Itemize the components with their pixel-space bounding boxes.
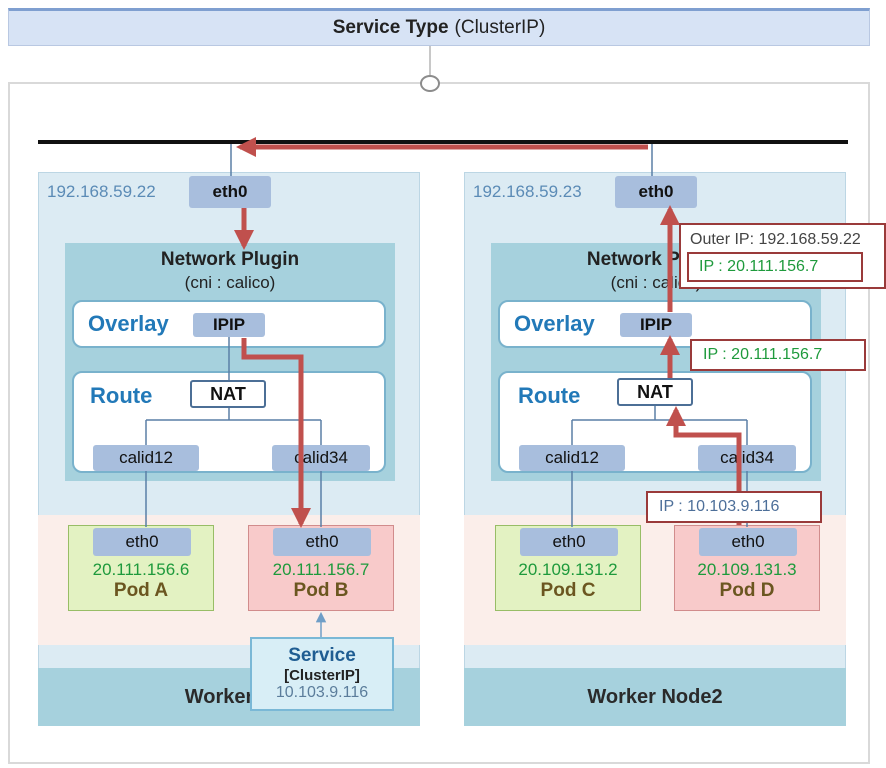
inner-ip-callout-top: IP : 20.111.156.7 <box>687 252 863 282</box>
calid12-iface-2: calid12 <box>519 445 625 471</box>
pod-b-eth0: eth0 <box>273 528 371 556</box>
plugin-subtitle: (cni : calico) <box>610 273 702 292</box>
plugin-title: Network Plugin <box>160 249 300 270</box>
pod-a-eth0: eth0 <box>93 528 191 556</box>
service-type-label: Service Type <box>332 17 449 38</box>
pod-a-ip: 20.111.156.6 <box>92 560 190 579</box>
service-title: Service <box>288 645 356 666</box>
pod-d-eth0: eth0 <box>699 528 797 556</box>
pod-c-eth0: eth0 <box>520 528 618 556</box>
calid34-iface-1: calid34 <box>272 445 370 471</box>
thin-connectors <box>145 144 748 527</box>
ipip-chip-2: IPIP <box>620 313 692 337</box>
route-label: Route <box>90 383 153 408</box>
pod-a-name: Pod A <box>113 580 169 601</box>
plugin-subtitle: (cni : calico) <box>184 273 276 292</box>
overlay-label: Overlay <box>514 311 595 336</box>
connector-knob <box>420 75 440 92</box>
pod-d-name: Pod D <box>719 580 775 601</box>
network-bus <box>38 140 848 144</box>
node-1-eth0: eth0 <box>189 176 271 208</box>
pod-a: eth0 20.111.156.6 Pod A <box>68 525 214 611</box>
nat-box-1: NAT <box>190 380 266 408</box>
pod-d-to-nat-arrow <box>666 406 742 525</box>
pod-d-src-ip-callout: IP : 10.103.9.116 <box>646 491 822 523</box>
service-clusterip-box: Service [ClusterIP] 10.103.9.116 <box>250 637 394 711</box>
overlay-label: Overlay <box>88 311 169 336</box>
connector-line <box>429 46 431 76</box>
calid34-iface-2: calid34 <box>698 445 796 471</box>
pod-c-name: Pod C <box>540 580 596 601</box>
route-label: Route <box>518 383 581 408</box>
pod-b-name: Pod B <box>293 580 349 601</box>
node-1-ip: 192.168.59.22 <box>47 182 156 201</box>
service-type-title: Service Type (ClusterIP) <box>8 8 870 46</box>
node-2-eth0: eth0 <box>615 176 697 208</box>
pod-c: eth0 20.109.131.2 Pod C <box>495 525 641 611</box>
pod-b: eth0 20.111.156.7 Pod B <box>248 525 394 611</box>
pod-d-ip: 20.109.131.3 <box>697 560 797 579</box>
nat-box-2: NAT <box>617 378 693 406</box>
packet-flow-arrows <box>234 137 742 528</box>
outer-ip-text: Outer IP: 192.168.59.22 <box>690 231 861 248</box>
pod-d: eth0 20.109.131.3 Pod D <box>674 525 820 611</box>
service-ip: 10.103.9.116 <box>275 684 369 701</box>
node1-ipip-to-pod-b-arrow <box>241 338 311 528</box>
pod-c-ip: 20.109.131.2 <box>518 560 618 579</box>
calid12-iface-1: calid12 <box>93 445 199 471</box>
node-2-ip: 192.168.59.23 <box>473 182 582 201</box>
worker-node-2-label: Worker Node2 <box>464 668 846 726</box>
inner-ip-callout-mid: IP : 20.111.156.7 <box>690 339 866 371</box>
service-type-value: (ClusterIP) <box>454 17 546 38</box>
pod-b-ip: 20.111.156.7 <box>272 560 370 579</box>
service-type: [ClusterIP] <box>284 667 360 684</box>
ipip-chip-1: IPIP <box>193 313 265 337</box>
